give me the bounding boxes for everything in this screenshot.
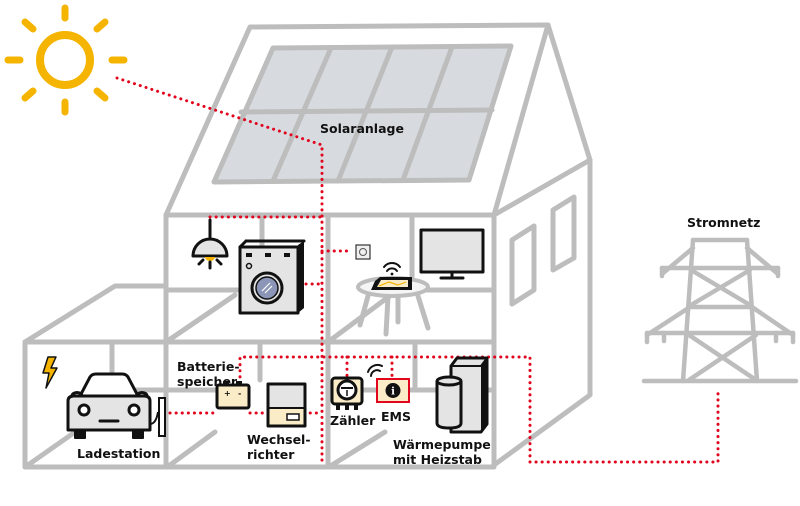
solar-panel-array <box>211 43 514 185</box>
wifi-icon <box>367 363 383 377</box>
label-solar: Solaranlage <box>320 121 404 136</box>
inverter-icon <box>266 382 307 428</box>
lightning-icon <box>42 356 58 389</box>
electric-car-icon <box>66 372 152 439</box>
label-heat-pump: Wärmepumpe mit Heizstab <box>393 437 491 467</box>
battery-icon: + - <box>215 381 251 410</box>
label-ems: EMS <box>381 409 411 424</box>
electricity-meter-icon <box>330 376 364 410</box>
ems-device: i <box>376 378 410 403</box>
tv-icon <box>419 228 485 280</box>
wallbox-icon <box>149 397 166 437</box>
label-grid: Stromnetz <box>687 215 761 230</box>
label-meter: Zähler <box>330 413 376 428</box>
svg-text:i: i <box>391 387 395 398</box>
wiring <box>115 76 720 464</box>
tablet-icon <box>371 277 412 290</box>
power-socket-icon <box>355 244 371 260</box>
label-inverter: Wechsel- richter <box>247 432 311 462</box>
wifi-icon <box>383 262 401 276</box>
info-icon <box>385 383 401 398</box>
heat-pump-icon <box>435 356 489 434</box>
svg-text:-: - <box>238 389 241 398</box>
house-frame <box>22 22 593 470</box>
power-pylon-icon <box>641 237 799 384</box>
ceiling-lamp-icon <box>191 218 229 270</box>
sun-icon <box>4 4 128 116</box>
label-battery: Batterie- speicher <box>177 359 240 389</box>
washing-machine-icon <box>238 239 306 315</box>
svg-text:+: + <box>224 389 231 398</box>
label-charging-station: Ladestation <box>77 446 161 461</box>
